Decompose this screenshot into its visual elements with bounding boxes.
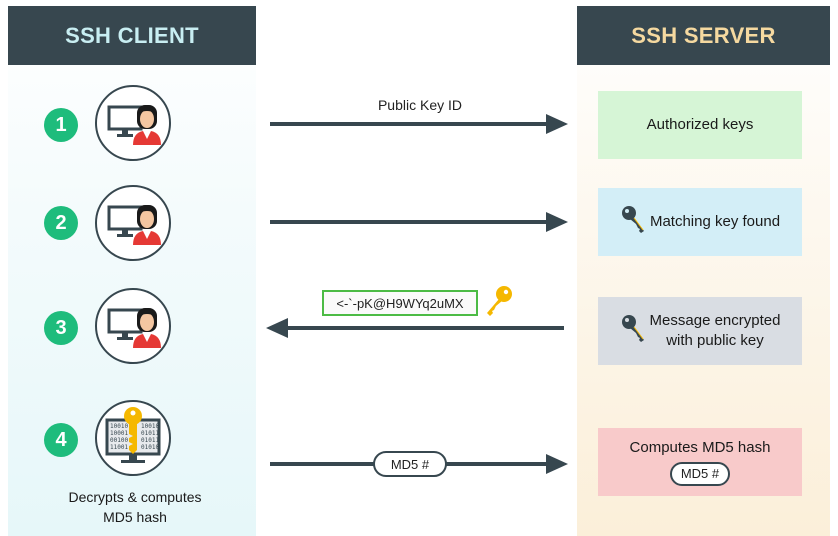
svg-text:10001: 10001: [110, 430, 128, 437]
md5-hash-pill: MD5 #: [373, 451, 447, 477]
matching-key-label: Matching key found: [649, 213, 781, 230]
step-4-badge: 4: [44, 423, 78, 457]
arrow-right: [270, 114, 568, 134]
key-icon: [620, 313, 646, 349]
public-key-id-label: Public Key ID: [377, 97, 463, 113]
matching-key-box: Matching key found: [598, 188, 802, 256]
arrow-left: [266, 318, 564, 338]
md5-pill-label: MD5 #: [390, 456, 430, 472]
caption-line1: Decrypts & computes: [68, 489, 202, 505]
svg-text:11001: 11001: [110, 444, 128, 451]
step-2-badge: 2: [44, 206, 78, 240]
message-encrypted-box: Message encrypted with public key: [598, 297, 802, 365]
svg-text:10010: 10010: [110, 423, 128, 430]
authorized-keys-box: Authorized keys: [598, 91, 802, 159]
svg-text:01011: 01011: [141, 437, 159, 444]
message-encrypted-line1: Message encrypted: [649, 312, 781, 329]
computes-md5-label: Computes MD5 hash: [629, 439, 771, 456]
cipher-text: <-`-pK@H9WYq2uMX: [336, 295, 464, 311]
key-icon: [620, 204, 646, 240]
binary-computer-key-icon: 10010 10010 10001 01011 00100 01011 11001 01…: [95, 400, 171, 476]
user-computer-icon: [95, 185, 171, 261]
md5-pill-label: MD5 #: [680, 466, 720, 481]
user-computer-icon: [95, 85, 171, 161]
client-header: SSH CLIENT: [8, 6, 256, 65]
arrow-right: [270, 212, 568, 232]
client-step4-caption: Decrypts & computes MD5 hash: [30, 487, 240, 527]
user-computer-icon: [95, 288, 171, 364]
authorized-keys-label: Authorized keys: [646, 116, 754, 133]
md5-hash-pill: MD5 #: [670, 462, 730, 486]
svg-text:01011: 01011: [141, 430, 159, 437]
step-1-badge: 1: [44, 108, 78, 142]
svg-text:10010: 10010: [141, 423, 159, 430]
svg-text:01010: 01010: [141, 444, 159, 451]
message-encrypted-label: Message encrypted with public key: [650, 311, 781, 351]
computes-md5-box: Computes MD5 hash MD5 #: [598, 428, 802, 496]
message-encrypted-line2: with public key: [666, 332, 764, 349]
svg-text:00100: 00100: [110, 437, 128, 444]
caption-line2: MD5 hash: [103, 509, 167, 525]
step-3-badge: 3: [44, 311, 78, 345]
server-header: SSH SERVER: [577, 6, 830, 65]
encrypted-message-box: <-`-pK@H9WYq2uMX: [322, 290, 478, 316]
gold-key-icon: [485, 285, 513, 322]
